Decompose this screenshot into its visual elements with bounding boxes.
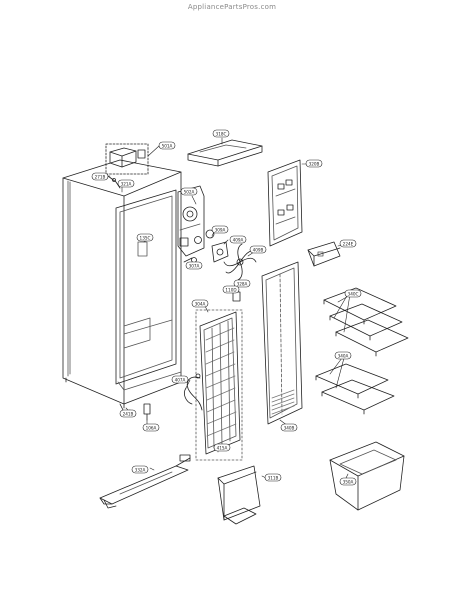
site-watermark: AppliancePartsPros.com <box>187 3 277 11</box>
callout-409b: 409B <box>249 245 267 254</box>
control-box-assembly <box>105 143 149 189</box>
callout-340c: 340C <box>344 289 362 298</box>
callout-tag-box <box>117 179 135 188</box>
callout-tag-label: 307A <box>189 263 200 268</box>
lower-cover-bracket <box>217 465 261 525</box>
callout-340a: 340A <box>334 351 352 360</box>
callout-tag-label: 309A <box>215 227 226 232</box>
callout-tag-box <box>339 239 357 248</box>
callout-tag-label: 415A <box>217 445 228 450</box>
callout-tag-box <box>344 289 362 298</box>
lower-shelf-set <box>315 363 395 415</box>
callout-135c: 135C <box>136 233 154 242</box>
callout-tag-box <box>142 423 160 432</box>
callout-tag-box <box>222 285 240 294</box>
callout-tag-box <box>131 465 149 474</box>
callout-tag-label: 224E <box>343 241 354 246</box>
sensor-small <box>232 291 241 302</box>
drawer-rail <box>99 454 191 509</box>
callout-tag-label: 241B <box>123 411 134 416</box>
callout-309a: 309A <box>211 225 229 234</box>
callout-tag-label: 409B <box>253 247 264 252</box>
callout-tag-box <box>339 477 357 486</box>
callout-tag-box <box>264 473 282 482</box>
callout-tag-label: 328A <box>237 281 248 286</box>
defrost-heater-wire <box>184 373 203 411</box>
callout-tag-label: 409A <box>233 237 244 242</box>
callout-tag-label: 318C <box>216 131 227 136</box>
callout-271b: 271B <box>91 172 109 181</box>
callout-340b: 340B <box>280 423 298 432</box>
callout-tag-label: 407A <box>175 377 186 382</box>
callout-tag-box <box>171 375 189 384</box>
evaporator-coil <box>195 309 243 461</box>
callout-224e: 224E <box>339 239 357 248</box>
callout-tag-label: 350A <box>343 479 354 484</box>
callout-350a: 350A <box>339 477 357 486</box>
callout-110d: 110D <box>222 285 240 294</box>
callout-tag-label: 135C <box>140 235 151 240</box>
callout-tag-box <box>191 299 209 308</box>
callout-502a: 502A <box>180 187 198 196</box>
callout-tag-label: 321A <box>121 181 132 186</box>
callout-tag-box <box>334 351 352 360</box>
callout-tag-label: 304A <box>195 301 206 306</box>
callout-tag-label: 110D <box>225 287 236 292</box>
callout-tag-label: 340B <box>284 425 295 430</box>
callout-tag-label: 311B <box>268 475 279 480</box>
callout-tag-box <box>91 172 109 181</box>
callout-tag-label: 271B <box>95 174 106 179</box>
callout-407a: 407A <box>171 375 189 384</box>
callout-tag-box <box>233 279 251 288</box>
callout-304a: 304A <box>191 299 209 308</box>
callout-tag-box <box>249 245 267 254</box>
callout-tag-box <box>213 443 231 452</box>
evaporator-fan-assembly <box>177 185 229 263</box>
cabinet-assembly <box>62 159 182 409</box>
callout-tag-box <box>229 235 247 244</box>
callout-241b: 241B <box>119 409 137 418</box>
callout-328a: 328A <box>233 279 251 288</box>
callout-tag-label: 332A <box>135 467 146 472</box>
crisper-drawer <box>329 441 405 511</box>
upper-shelf-set <box>323 287 409 357</box>
callout-tag-box <box>211 225 229 234</box>
callout-501a: 501A <box>158 141 176 150</box>
grille-fan-cover <box>267 159 303 247</box>
callout-tag-box <box>119 409 137 418</box>
evaporator-cover-panel <box>261 261 303 425</box>
callout-tag-box <box>180 187 198 196</box>
callout-307a: 307A <box>185 261 203 270</box>
callout-106a: 106A <box>142 423 160 432</box>
callout-311b: 311B <box>264 473 282 482</box>
callout-tag-box <box>158 141 176 150</box>
upper-duct-cover <box>187 139 263 167</box>
callout-320b: 320B <box>305 159 323 168</box>
callout-tag-label: 502A <box>184 189 195 194</box>
light-housing <box>307 241 341 267</box>
callout-tags: 501A 271B 321A 318C 320B 502A 309A 409A 307A 409B… <box>91 129 362 486</box>
callout-tag-box <box>280 423 298 432</box>
callout-415a: 415A <box>213 443 231 452</box>
callout-409a: 409A <box>229 235 247 244</box>
callout-tag-label: 501A <box>162 143 173 148</box>
callout-tag-label: 340A <box>338 353 349 358</box>
callout-tag-box <box>185 261 203 270</box>
callout-332a: 332A <box>131 465 149 474</box>
callout-321a: 321A <box>117 179 135 188</box>
callout-tag-box <box>136 233 154 242</box>
callout-tag-box <box>305 159 323 168</box>
callout-tag-label: 340C <box>348 291 359 296</box>
callout-tag-label: 320B <box>309 161 320 166</box>
callout-318c: 318C <box>212 129 230 138</box>
callout-tag-box <box>212 129 230 138</box>
callout-tag-label: 106A <box>146 425 157 430</box>
